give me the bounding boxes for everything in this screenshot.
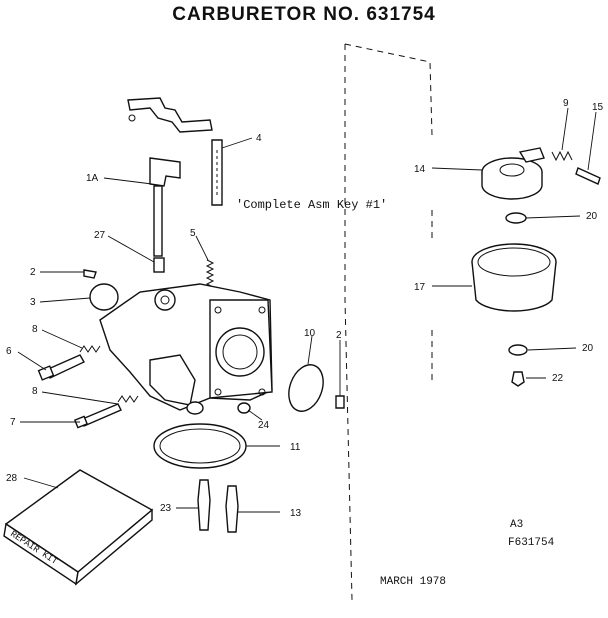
part-28-repair-kit bbox=[3, 469, 154, 586]
alignment-line bbox=[344, 43, 433, 601]
callout-1a: 1A bbox=[86, 173, 99, 184]
diagram-title: CARBURETOR NO. 631754 bbox=[172, 4, 436, 25]
callout-28: 28 bbox=[6, 473, 18, 484]
part-23-needle bbox=[197, 479, 211, 531]
part-24 bbox=[237, 402, 251, 414]
part-20-washer-upper bbox=[505, 212, 527, 224]
part-8-spring-upper bbox=[79, 345, 101, 353]
part-9-spring bbox=[551, 150, 573, 162]
carburetor-body bbox=[99, 283, 273, 415]
callout-6: 6 bbox=[6, 346, 12, 357]
drawing-number: F631754 bbox=[508, 537, 555, 549]
part-10-diaphragm bbox=[288, 364, 324, 412]
part-17-float-bowl bbox=[471, 243, 557, 312]
callout-2-left: 2 bbox=[30, 267, 36, 278]
part-3-plug bbox=[89, 283, 119, 311]
part-4-rod bbox=[211, 139, 223, 206]
callout-5: 5 bbox=[190, 228, 196, 239]
part-2-screw-right bbox=[335, 395, 345, 409]
part-27 bbox=[153, 257, 165, 273]
part-6-screw bbox=[37, 354, 85, 381]
part-7-screw bbox=[73, 403, 122, 429]
callout-15: 15 bbox=[592, 102, 604, 113]
complete-assembly-note: 'Complete Asm Key #1' bbox=[236, 198, 387, 212]
callout-17: 17 bbox=[414, 282, 426, 293]
callout-7: 7 bbox=[10, 417, 16, 428]
callout-9: 9 bbox=[563, 98, 569, 109]
callout-8-lower: 8 bbox=[32, 386, 38, 397]
part-8-spring-lower bbox=[117, 395, 139, 403]
callout-14: 14 bbox=[414, 164, 426, 175]
callout-11: 11 bbox=[290, 442, 301, 453]
callout-2-right: 2 bbox=[336, 330, 342, 341]
callout-20-lower: 20 bbox=[582, 343, 594, 354]
part-2-screw-left bbox=[83, 269, 97, 279]
part-1a-shaft bbox=[149, 157, 181, 257]
callout-22: 22 bbox=[552, 373, 564, 384]
throttle-linkage bbox=[127, 97, 213, 133]
leader-lines bbox=[17, 107, 597, 513]
part-22-clip bbox=[511, 371, 525, 387]
callout-27: 27 bbox=[94, 230, 106, 241]
part-13-needle bbox=[225, 485, 239, 533]
page-code: A3 bbox=[510, 519, 523, 531]
drawing-date: MARCH 1978 bbox=[380, 576, 446, 588]
part-5-spring bbox=[205, 259, 215, 288]
callout-20-upper: 20 bbox=[586, 211, 598, 222]
callout-4: 4 bbox=[256, 133, 262, 144]
part-15-pin bbox=[575, 167, 601, 185]
part-14-float bbox=[481, 147, 545, 200]
callout-8-upper: 8 bbox=[32, 324, 38, 335]
callout-13: 13 bbox=[290, 508, 302, 519]
callout-10: 10 bbox=[304, 328, 316, 339]
callout-3: 3 bbox=[30, 297, 36, 308]
part-20-washer-lower bbox=[508, 344, 528, 356]
part-11-gasket bbox=[153, 423, 247, 469]
callout-24: 24 bbox=[258, 420, 270, 431]
callout-23: 23 bbox=[160, 503, 172, 514]
